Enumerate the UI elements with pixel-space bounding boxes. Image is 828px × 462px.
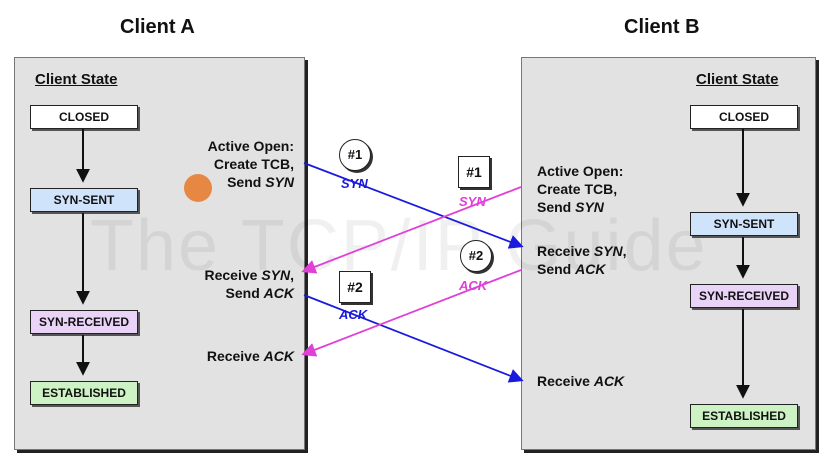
client-b-active-open-label: Active Open: Create TCB, Send SYN [537,163,624,215]
message-2-tag-b: #2 [460,240,492,272]
client-a-active-open-label: Active Open: Create TCB, Send SYN [207,138,294,190]
client-b-receive-syn-label: Receive SYN, Send ACK [537,243,627,277]
client-b-state-established: ESTABLISHED [690,404,798,428]
watermark: The TCP/IP Guide [90,206,708,286]
client-a-state-established: ESTABLISHED [30,381,138,405]
syn-label-b: SYN [459,194,486,209]
client-b-title: Client B [624,16,700,38]
syn-arrow-a-to-b [303,162,524,249]
message-2-tag-a: #2 [339,271,371,303]
ack-label-a: ACK [339,307,368,322]
client-b-receive-ack-label: Receive ACK [537,373,625,389]
client-a-receive-syn-label: Receive SYN, Send ACK [204,267,294,301]
syn-arrow-b-to-a [301,186,522,274]
client-b-state-syn-received: SYN-RECEIVED [690,284,798,308]
client-b-state-closed: CLOSED [690,105,798,129]
client-a-state-closed: CLOSED [30,105,138,129]
message-1-tag-a: #1 [339,139,371,171]
message-1-tag-b: #1 [458,156,490,188]
ack-arrow-b-to-a [301,269,522,357]
ack-arrow-a-to-b [303,294,524,383]
syn-label-a: SYN [341,176,368,191]
ack-label-b: ACK [459,278,488,293]
cursor-highlight-icon [184,174,212,202]
client-a-state-header: Client State [35,71,118,88]
client-a-state-syn-received: SYN-RECEIVED [30,310,138,334]
client-b-state-header: Client State [696,71,779,88]
client-a-receive-ack-label: Receive ACK [206,348,294,364]
client-a-title: Client A [120,16,195,38]
client-a-state-syn-sent: SYN-SENT [30,188,138,212]
client-b-state-syn-sent: SYN-SENT [690,212,798,236]
